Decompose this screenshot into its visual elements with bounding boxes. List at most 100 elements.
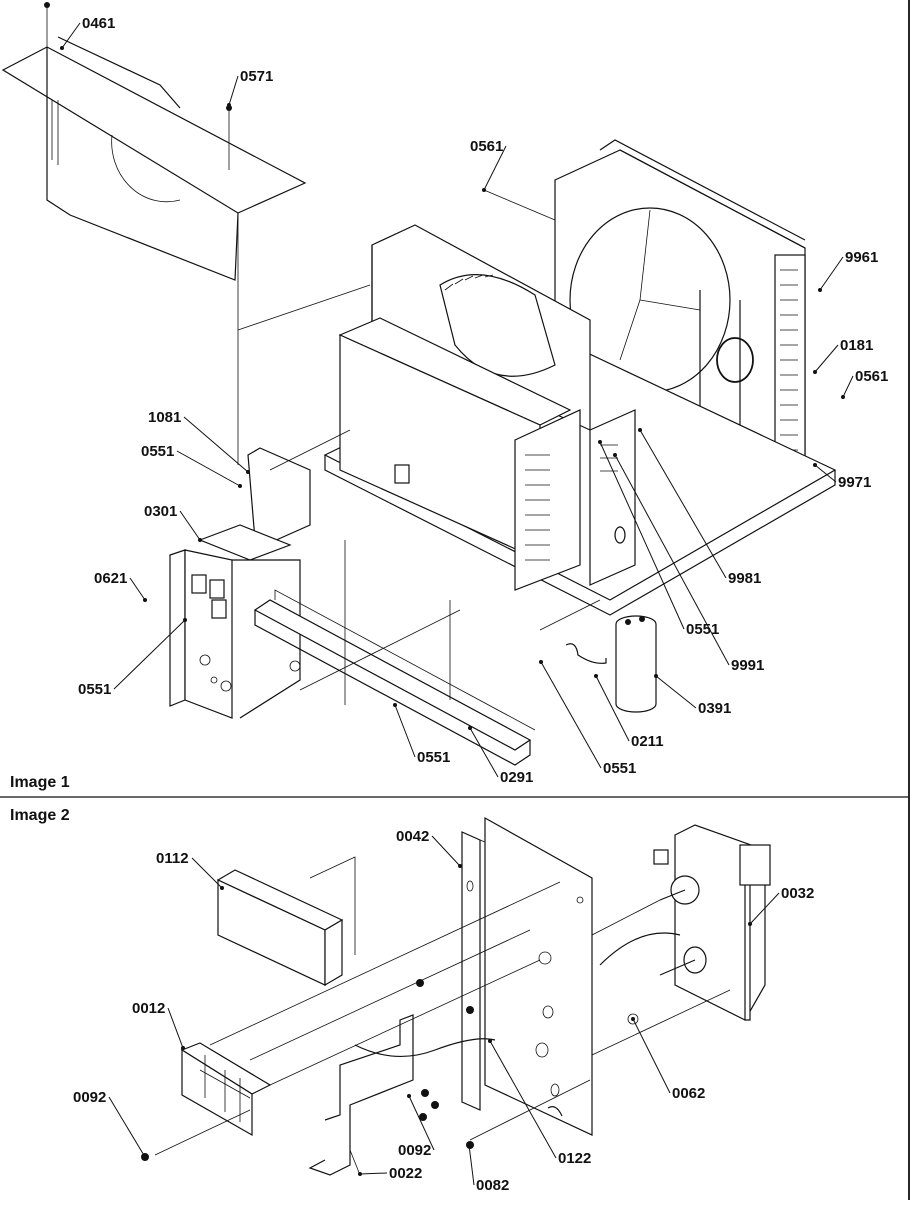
leader-line [814,344,839,373]
callout-0092[interactable]: 0092 [73,1089,147,1159]
part-number-label[interactable]: 9961 [845,249,878,266]
leader-line [167,1007,184,1049]
part-number-label[interactable]: 0022 [389,1165,422,1182]
leader-line [599,441,685,630]
leader-line [614,454,730,666]
evaporator-box [338,317,572,561]
callout-0301[interactable]: 0301 [144,503,202,542]
part-number-label[interactable]: 0211 [631,733,664,750]
callout-0032[interactable]: 0032 [748,885,814,926]
callout-0551[interactable]: 0551 [141,443,242,488]
callout-0551[interactable]: 0551 [78,618,187,698]
part-number-label[interactable]: 0042 [396,828,429,845]
part-number-label[interactable]: 0561 [470,138,503,155]
part-number-label[interactable]: 0181 [840,337,873,354]
callout-0461[interactable]: 0461 [60,15,115,50]
part-number-label[interactable]: 0112 [156,850,189,867]
leader-arrow-icon [60,46,64,50]
part-number-label[interactable]: 0551 [686,621,719,638]
leader-line [408,1095,435,1151]
part-number-label[interactable]: 0062 [672,1085,705,1102]
drain-channel [253,589,536,766]
callout-0092[interactable]: 0092 [398,1094,435,1159]
callout-0391[interactable]: 0391 [654,674,731,717]
part-number-label[interactable]: 9991 [731,657,764,674]
part-number-label[interactable]: 0551 [417,749,450,766]
callout-0012[interactable]: 0012 [132,1000,185,1050]
part-number-label[interactable]: 0122 [558,1150,591,1167]
leader-line [359,1172,388,1175]
leader-line [129,577,146,601]
part-number-label[interactable]: 0092 [398,1142,431,1159]
callout-0571[interactable]: 0571 [227,68,273,107]
part-number-label[interactable]: 0032 [781,885,814,902]
callout-0122[interactable]: 0122 [488,1039,591,1167]
callout-9961[interactable]: 9961 [818,249,878,292]
part-number-label[interactable]: 0461 [82,15,115,32]
part-number-label[interactable]: 0391 [698,700,731,717]
callout-0291[interactable]: 0291 [468,726,533,786]
leader-arrow-icon [467,1143,471,1147]
part-number-label[interactable]: 0291 [500,769,533,786]
image2-artwork [141,816,771,1176]
leader-line [632,1018,671,1094]
callout-0082[interactable]: 0082 [467,1143,509,1194]
leader-arrow-icon [238,484,242,488]
leader-line [179,510,201,541]
part-number-label[interactable]: 0551 [78,681,111,698]
part-number-label[interactable]: 1081 [148,409,181,426]
leader-arrow-icon [813,463,817,467]
part-number-label[interactable]: 0301 [144,503,177,520]
leader-line [749,892,780,925]
part-number-label[interactable]: 0551 [141,443,174,460]
part-number-label[interactable]: 0571 [240,68,273,85]
callout-0551[interactable]: 0551 [393,703,450,766]
leader-arrow-icon [181,1046,185,1050]
callout-9981[interactable]: 9981 [638,428,761,587]
part-number-label[interactable]: 0012 [132,1000,165,1017]
callout-1081[interactable]: 1081 [148,409,250,474]
blower-partition [371,224,591,431]
leader-line [176,450,241,487]
callout-0022[interactable]: 0022 [358,1165,422,1182]
leader-arrow-icon [393,703,397,707]
leader-line [655,675,697,709]
callout-0551[interactable]: 0551 [598,440,719,638]
callout-9971[interactable]: 9971 [813,463,871,491]
leader-line [228,75,239,106]
callout-0551[interactable]: 0551 [539,660,636,777]
callout-0042[interactable]: 0042 [396,828,462,868]
callout-0621[interactable]: 0621 [94,570,147,602]
part-number-label[interactable]: 9981 [728,570,761,587]
leader-line [183,416,249,473]
callout-9991[interactable]: 9991 [613,453,764,674]
leader-line [469,727,499,778]
top-cover-panel [1,2,307,465]
leader-line [431,835,461,867]
leader-line [483,145,507,191]
leader-arrow-icon [539,660,543,664]
part-number-label[interactable]: 0621 [94,570,127,587]
callout-0112[interactable]: 0112 [156,850,224,890]
leader-line [61,22,81,49]
leader-line [842,375,854,398]
callout-0561[interactable]: 0561 [470,138,507,192]
part-number-label[interactable]: 0551 [603,760,636,777]
leader-arrow-icon [594,674,598,678]
leader-arrow-icon [143,1155,147,1159]
leader-arrow-icon [813,370,817,374]
callout-0062[interactable]: 0062 [631,1017,705,1102]
evaporator-coil [514,409,636,591]
leader-line [819,256,844,291]
part-number-label[interactable]: 9971 [838,474,871,491]
callout-0181[interactable]: 0181 [813,337,873,374]
leader-arrow-icon [407,1094,411,1098]
callout-0561[interactable]: 0561 [841,368,888,399]
leader-arrow-icon [482,188,486,192]
part-number-label[interactable]: 0561 [855,368,888,385]
part-number-label[interactable]: 0092 [73,1089,106,1106]
part-number-label[interactable]: 0082 [476,1177,509,1194]
capacitor [615,615,657,713]
leader-arrow-icon [598,440,602,444]
callout-0211[interactable]: 0211 [594,674,664,750]
